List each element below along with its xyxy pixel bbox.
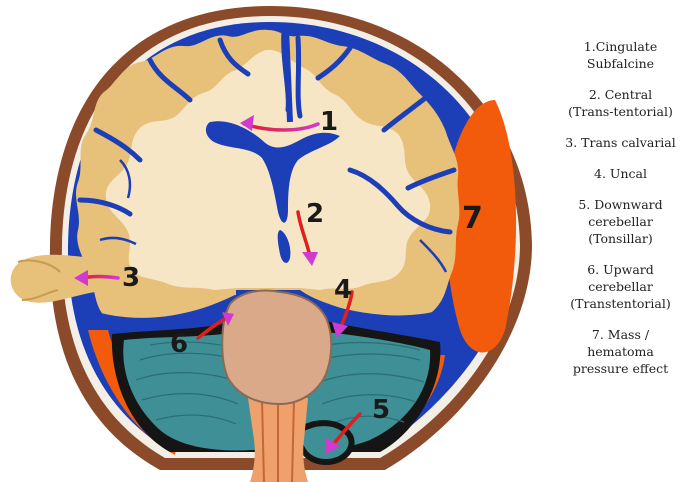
label-3: 3	[122, 263, 140, 293]
legend-item-6: 6. Upward cerebellar (Transtentorial)	[548, 261, 693, 312]
legend-item-5: 5. Downward cerebellar (Tonsillar)	[548, 196, 693, 247]
legend-item-7: 7. Mass / hematoma pressure effect	[548, 326, 693, 377]
legend-item-3: 3. Trans calvarial	[548, 134, 693, 151]
legend-item-1: 1.Cingulate Subfalcine	[548, 38, 693, 72]
legend-item-4: 4. Uncal	[548, 165, 693, 182]
legend-item-2: 2. Central (Trans-tentorial)	[548, 86, 693, 120]
label-4: 4	[334, 275, 352, 305]
label-2: 2	[306, 199, 324, 229]
falx	[286, 28, 290, 122]
label-1: 1	[320, 107, 338, 137]
brain-herniation-diagram: 1 2 3 4 5 6 7	[0, 0, 540, 482]
label-6: 6	[170, 329, 188, 359]
label-7: 7	[462, 201, 483, 236]
label-5: 5	[372, 395, 390, 425]
midbrain-pons	[222, 291, 331, 405]
cerebellar-tonsils	[299, 423, 351, 462]
legend: 1.Cingulate Subfalcine 2. Central (Trans…	[548, 38, 693, 391]
